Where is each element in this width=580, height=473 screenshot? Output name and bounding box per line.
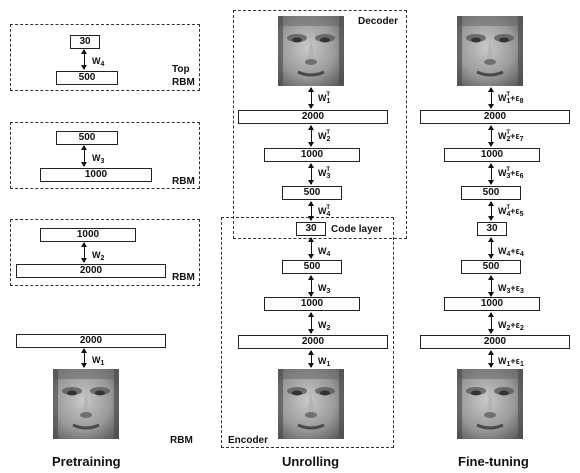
decoder-arrow	[488, 87, 494, 109]
weight-label-w3: W3	[92, 153, 105, 165]
weight-label-w4: W4	[318, 246, 331, 258]
encoder-arrow	[488, 275, 494, 297]
decoder-label: Decoder	[358, 16, 399, 27]
weight-label-w3-eps3: W3+ε3	[498, 283, 524, 295]
weight-arrow	[81, 145, 87, 167]
face-image-output	[457, 16, 523, 86]
weight-label-w2: W2	[318, 320, 331, 332]
decoder-arrow	[488, 163, 494, 185]
weight-label-w3: W3	[318, 283, 331, 295]
decoder-arrow	[308, 87, 314, 109]
face-image-input	[457, 369, 523, 439]
code-layer-box-30: 30	[296, 222, 326, 236]
encoder-arrow	[308, 350, 314, 368]
weight-label-w1t: W1T	[318, 92, 331, 105]
weight-label-w4: W4	[92, 56, 105, 68]
layer-box-2000: 2000	[420, 335, 570, 349]
layer-box-2000: 2000	[238, 110, 388, 124]
layer-box-30: 30	[70, 35, 100, 49]
code-layer-box-30: 30	[477, 222, 507, 236]
weight-arrow	[81, 348, 87, 368]
layer-box-500: 500	[461, 186, 521, 200]
weight-label-w4t: W4T	[318, 205, 331, 218]
decoder-arrow	[308, 163, 314, 185]
layer-box-500: 500	[282, 260, 342, 274]
weight-label-w4t-eps5: W4T+ε5	[498, 205, 524, 218]
decoder-arrow	[308, 125, 314, 147]
encoder-arrow	[308, 312, 314, 334]
face-image	[53, 369, 119, 439]
encoder-frame	[221, 217, 394, 448]
rbm-label: RBM	[172, 272, 195, 283]
weight-label-w3t: W3T	[318, 167, 331, 180]
face-image-input	[278, 369, 344, 439]
decoder-arrow	[488, 125, 494, 147]
layer-box-1000: 1000	[40, 168, 152, 182]
layer-box-2000: 2000	[238, 335, 388, 349]
rbm-label: RBM	[170, 435, 193, 446]
caption-finetuning: Fine-tuning	[458, 454, 529, 469]
encoder-arrow	[308, 275, 314, 297]
rbm-label: RBM	[172, 176, 195, 187]
layer-box-500: 500	[56, 71, 118, 85]
weight-label-w4-eps4: W4+ε4	[498, 246, 524, 258]
weight-arrow	[81, 242, 87, 263]
encoder-arrow	[488, 350, 494, 368]
face-image-output	[278, 16, 344, 86]
weight-label-w1-eps1: W1+ε1	[498, 356, 524, 368]
layer-box-1000: 1000	[40, 228, 136, 242]
layer-box-2000: 2000	[16, 264, 166, 278]
weight-label-w3t-eps6: W3T+ε6	[498, 167, 524, 180]
code-layer-label: Code layer	[331, 224, 383, 235]
weight-label-w1: W1	[318, 356, 331, 368]
layer-box-1000: 1000	[444, 148, 540, 162]
layer-box-1000: 1000	[444, 297, 540, 311]
top-label: Top	[172, 64, 190, 75]
layer-box-1000: 1000	[264, 297, 360, 311]
encoder-label: Encoder	[228, 435, 269, 446]
weight-label-w2-eps2: W2+ε2	[498, 320, 524, 332]
rbm-frame-top	[10, 24, 200, 91]
weight-label-w1: W1	[92, 355, 105, 367]
rbm-frame	[10, 122, 200, 189]
layer-box-2000: 2000	[420, 110, 570, 124]
rbm-label: RBM	[172, 77, 195, 88]
encoder-arrow	[488, 237, 494, 259]
decoder-arrow	[308, 201, 314, 221]
layer-box-2000: 2000	[16, 334, 166, 348]
weight-arrow	[81, 49, 87, 70]
layer-box-500: 500	[282, 186, 342, 200]
caption-unrolling: Unrolling	[282, 454, 340, 469]
encoder-arrow	[488, 312, 494, 334]
layer-box-500: 500	[461, 260, 521, 274]
rbm-frame	[10, 219, 200, 286]
layer-box-1000: 1000	[264, 148, 360, 162]
encoder-arrow	[308, 237, 314, 259]
decoder-arrow	[488, 201, 494, 221]
weight-label-w2t: W2T	[318, 130, 331, 143]
weight-label-w2t-eps7: W2T+ε7	[498, 130, 524, 143]
weight-label-w2: W2	[92, 250, 105, 262]
weight-label-w1t-eps8: W1T+ε8	[498, 92, 524, 105]
decoder-frame	[233, 10, 407, 239]
caption-pretraining: Pretraining	[52, 454, 121, 469]
layer-box-500: 500	[56, 131, 118, 145]
